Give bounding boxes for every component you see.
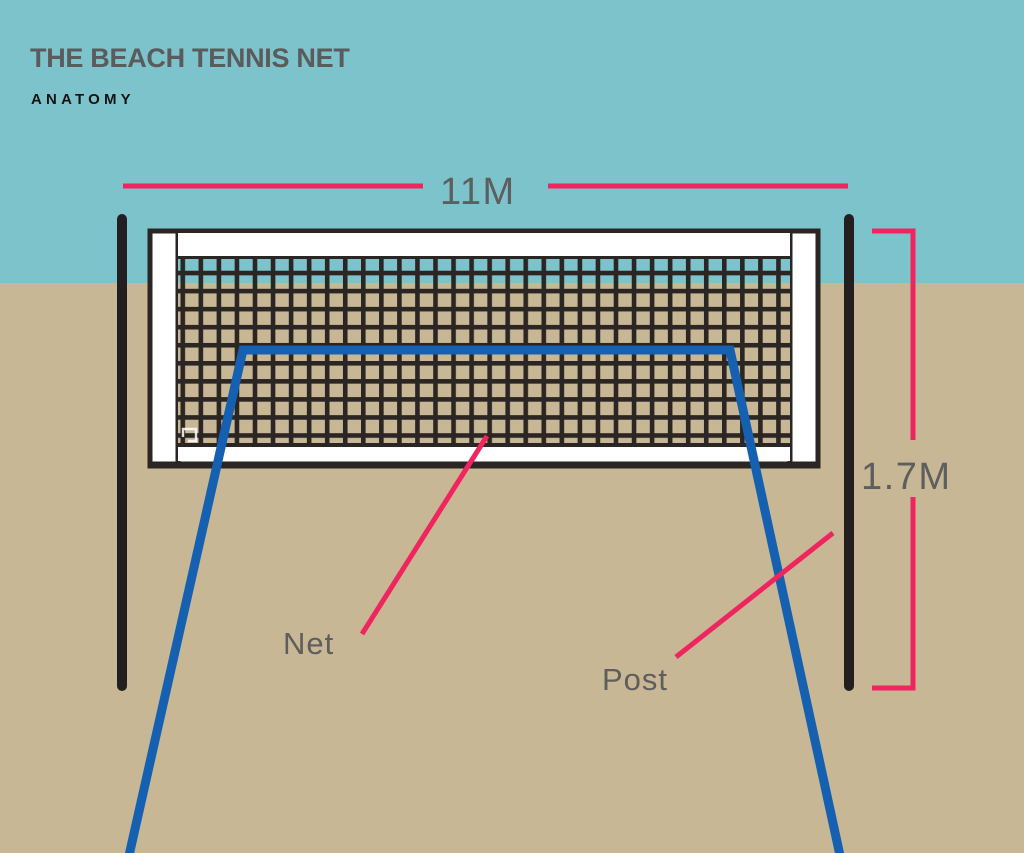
callout-net: Net — [283, 434, 490, 661]
net-left-band — [147, 228, 181, 469]
callout-post-leader-line — [674, 531, 835, 659]
height-dimension-bracket-bottom — [872, 497, 916, 691]
page-subtitle: ANATOMY — [31, 91, 135, 108]
callout-net-label: Net — [283, 626, 334, 661]
court-line — [124, 345, 845, 853]
net-bottom-band — [178, 445, 790, 461]
callout-post: Post — [602, 531, 835, 697]
callout-net-leader-line — [359, 434, 490, 636]
net-top-band — [178, 233, 790, 259]
height-dimension-label: 1.7M — [861, 456, 951, 498]
net-logo-mark — [181, 427, 198, 443]
width-dimension-label: 11M — [440, 171, 516, 213]
height-dimension-bracket-top — [872, 228, 916, 440]
height-dimension: 1.7M — [861, 228, 951, 691]
callout-post-label: Post — [602, 662, 668, 697]
width-dimension: 11M — [123, 171, 848, 213]
net-right-band — [787, 228, 821, 469]
page-title: THE BEACH TENNIS NET — [30, 43, 350, 73]
